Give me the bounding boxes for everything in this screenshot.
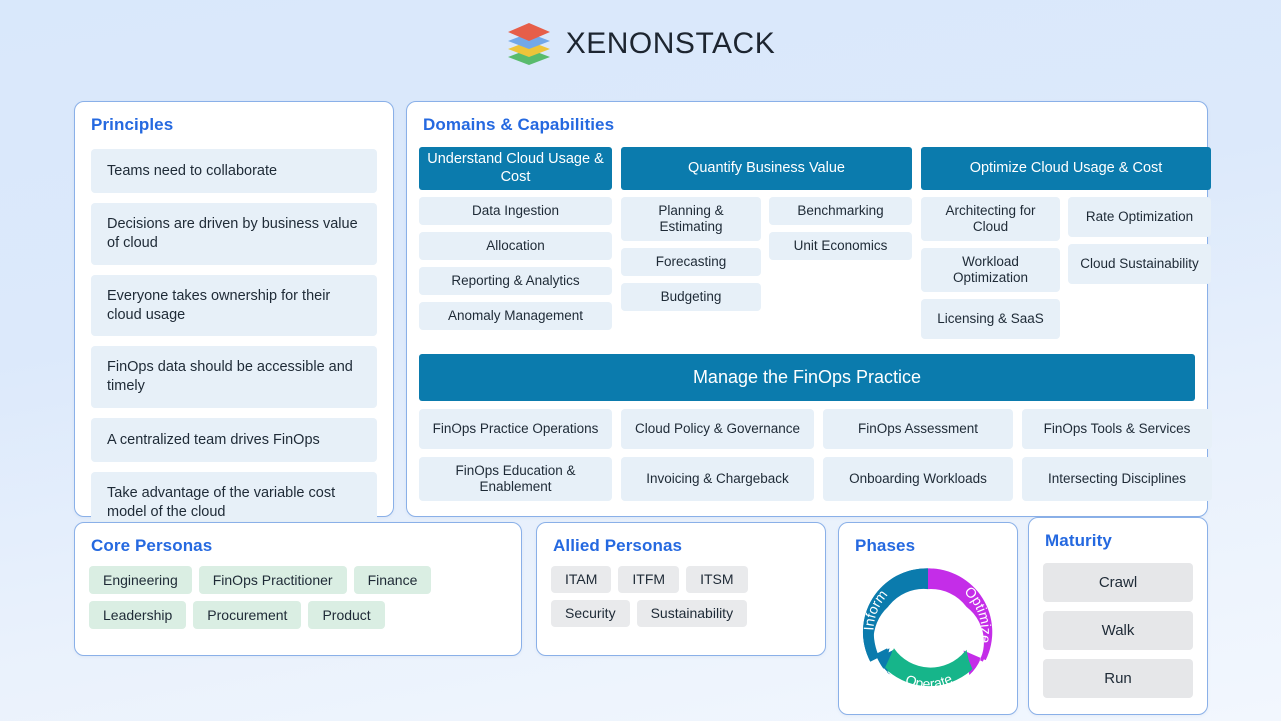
principle-item[interactable]: Teams need to collaborate [91, 149, 377, 193]
capability-chip[interactable]: Rate Optimization [1068, 197, 1211, 237]
capability-chip[interactable]: Forecasting [621, 247, 761, 276]
phases-donut-icon: Inform Optimize Operate [860, 568, 994, 692]
brand-name: XENONSTACK [565, 27, 776, 60]
maturity-item[interactable]: Walk [1043, 611, 1193, 650]
capability-chip[interactable]: Intersecting Disciplines [1022, 456, 1212, 501]
capability-chip[interactable]: Data Ingestion [419, 197, 612, 225]
allied-personas-list: ITAM ITFM ITSM Security Sustainability [537, 556, 825, 627]
persona-chip[interactable]: ITAM [551, 566, 612, 593]
core-personas-list: Engineering FinOps Practitioner Finance … [75, 556, 521, 629]
persona-chip[interactable]: Procurement [193, 601, 302, 629]
capability-chip[interactable]: Workload Optimization [921, 247, 1060, 292]
capability-chip[interactable]: FinOps Tools & Services [1022, 408, 1212, 449]
persona-chip[interactable]: FinOps Practitioner [198, 566, 347, 594]
phase-segment-optimize[interactable] [928, 568, 993, 675]
persona-chip[interactable]: Product [308, 601, 385, 629]
domain-group-header[interactable]: Optimize Cloud Usage & Cost [921, 147, 1211, 190]
capability-chip[interactable]: FinOps Practice Operations [419, 408, 612, 449]
phases-cycle-diagram: Inform Optimize Operate [839, 558, 1017, 706]
stacked-layers-logo [507, 23, 550, 65]
phase-segment-operate[interactable] [885, 648, 973, 687]
allied-personas-panel: Allied Personas ITAM ITFM ITSM Security … [536, 522, 826, 656]
capability-chip[interactable]: Licensing & SaaS [921, 298, 1060, 339]
phase-segment-inform[interactable] [862, 568, 928, 675]
maturity-item[interactable]: Run [1043, 659, 1193, 698]
principle-item[interactable]: Decisions are driven by business value o… [91, 203, 377, 265]
allied-personas-title: Allied Personas [553, 536, 683, 555]
persona-chip[interactable]: Finance [353, 566, 432, 594]
principle-item[interactable]: Everyone takes ownership for their cloud… [91, 274, 377, 337]
capability-chip[interactable]: Cloud Sustainability [1068, 244, 1211, 284]
capability-chip[interactable]: Planning & Estimating [621, 197, 761, 241]
maturity-title: Maturity [1045, 531, 1112, 550]
manage-finops-practice-header[interactable]: Manage the FinOps Practice [419, 353, 1195, 401]
capability-chip[interactable]: Unit Economics [769, 232, 912, 260]
persona-chip[interactable]: Leadership [89, 601, 187, 629]
persona-chip[interactable]: ITSM [686, 566, 748, 593]
domain-group-quantify: Quantify Business Value Planning & Estim… [621, 147, 912, 311]
core-personas-title: Core Personas [91, 536, 213, 555]
domains-title: Domains & Capabilities [423, 115, 615, 134]
capability-chip[interactable]: FinOps Assessment [823, 408, 1013, 449]
principle-item[interactable]: FinOps data should be accessible and tim… [91, 346, 377, 409]
domain-groups: Understand Cloud Usage & Cost Data Inges… [419, 147, 1211, 339]
phases-panel: Phases [838, 522, 1018, 715]
domain-group-understand: Understand Cloud Usage & Cost Data Inges… [419, 147, 612, 330]
domain-group-header[interactable]: Understand Cloud Usage & Cost [419, 147, 612, 190]
domain-group-header[interactable]: Quantify Business Value [621, 147, 912, 190]
capability-chip[interactable]: Reporting & Analytics [419, 267, 612, 295]
capability-chip[interactable]: Architecting for Cloud [921, 197, 1060, 241]
capability-chip[interactable]: Benchmarking [769, 197, 912, 225]
maturity-panel: Maturity Crawl Walk Run [1028, 517, 1208, 715]
persona-chip[interactable]: Sustainability [636, 600, 748, 627]
principles-title: Principles [91, 115, 174, 134]
persona-chip[interactable]: Security [551, 600, 630, 627]
domain-group-optimize: Optimize Cloud Usage & Cost Architecting… [921, 147, 1211, 339]
phases-title: Phases [855, 536, 916, 555]
domains-capabilities-panel: Domains & Capabilities Understand Cloud … [406, 101, 1212, 517]
persona-chip[interactable]: Engineering [89, 566, 192, 594]
capability-chip[interactable]: Budgeting [621, 282, 761, 311]
capability-chip[interactable]: Onboarding Workloads [823, 456, 1013, 501]
app-header: XENONSTACK [0, 0, 1281, 88]
capability-chip[interactable]: Allocation [419, 232, 612, 260]
capability-chip[interactable]: Cloud Policy & Governance [621, 408, 814, 449]
phase-label-operate: Operate [903, 670, 955, 691]
persona-chip[interactable]: ITFM [618, 566, 680, 593]
core-personas-panel: Core Personas Engineering FinOps Practit… [74, 522, 522, 656]
principle-item[interactable]: A centralized team drives FinOps [91, 418, 377, 463]
capability-chip[interactable]: FinOps Education & Enablement [419, 456, 612, 501]
manage-finops-capabilities: FinOps Practice Operations Cloud Policy … [419, 408, 1212, 501]
principles-panel: Principles Teams need to collaborate Dec… [74, 101, 394, 534]
capability-chip[interactable]: Invoicing & Chargeback [621, 456, 814, 501]
maturity-item[interactable]: Crawl [1043, 563, 1193, 602]
principles-list: Teams need to collaborate Decisions are … [75, 135, 393, 534]
donut-center-hole [898, 602, 958, 662]
capability-chip[interactable]: Anomaly Management [419, 302, 612, 330]
maturity-list: Crawl Walk Run [1029, 551, 1207, 698]
